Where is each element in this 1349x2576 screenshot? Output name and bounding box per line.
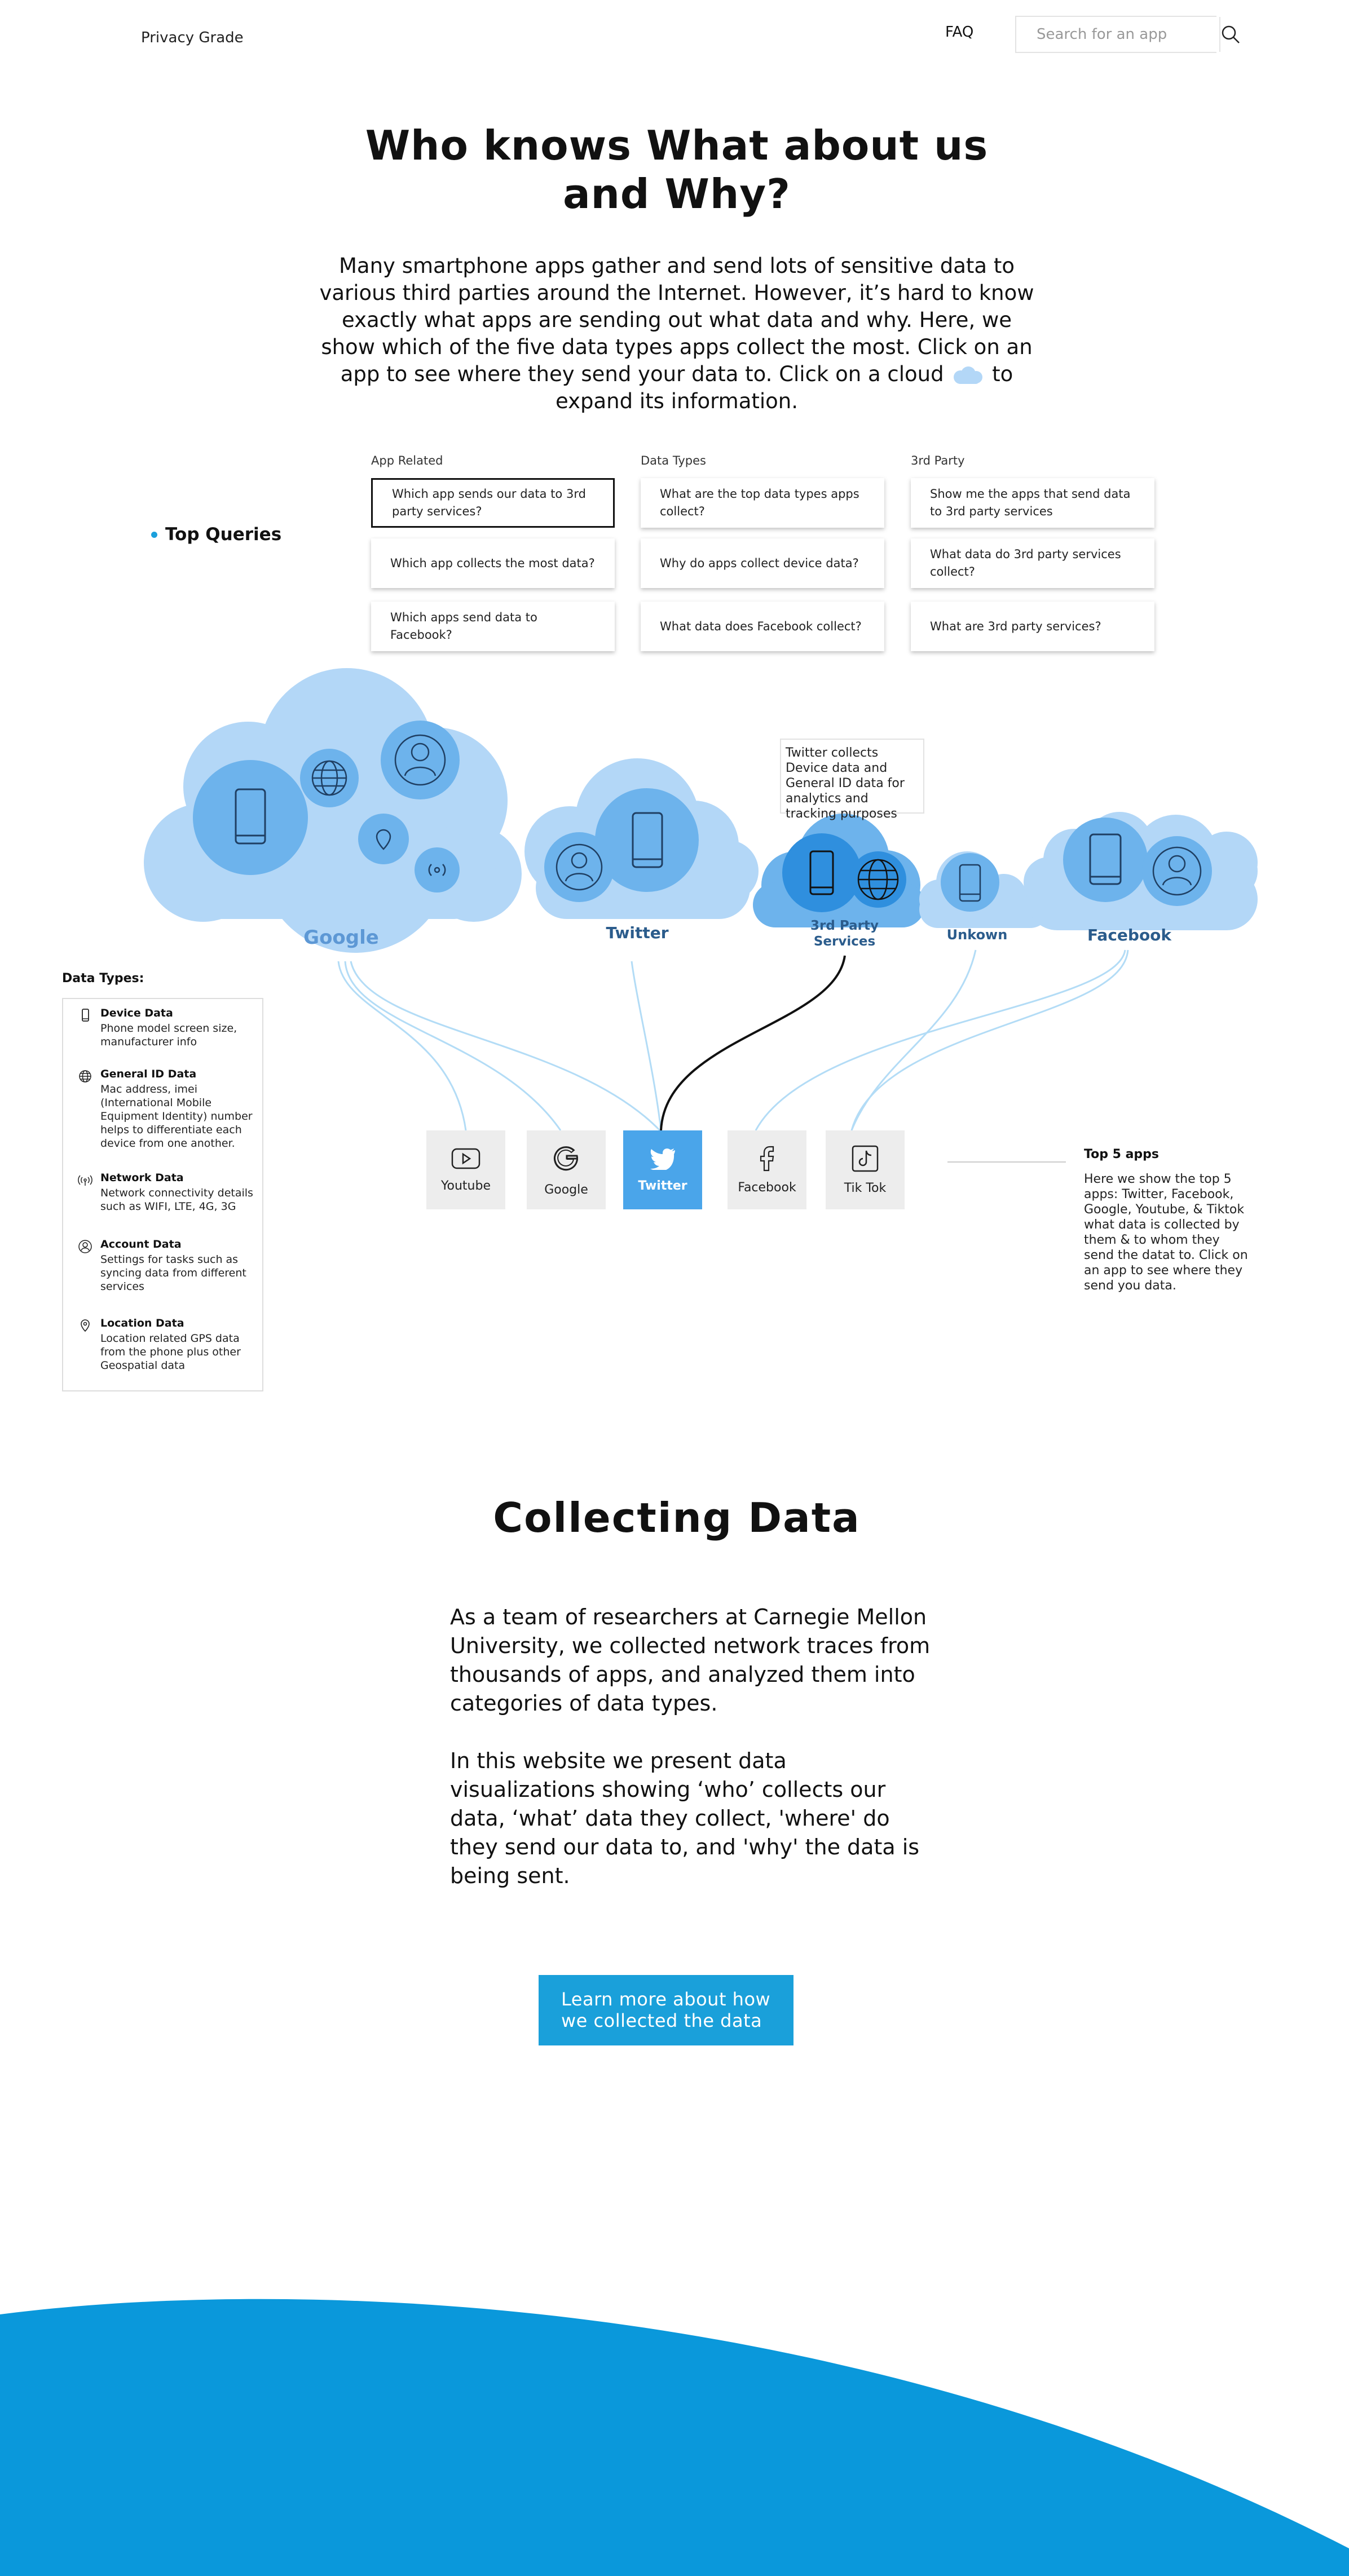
- cloud-label-3rd-party[interactable]: 3rd Party Services: [810, 918, 879, 949]
- divider-line: [947, 1161, 1066, 1163]
- brand-logo[interactable]: Privacy Grade: [141, 29, 244, 46]
- learn-more-button[interactable]: Learn more about how we collected the da…: [539, 1975, 793, 2045]
- cloud-label-unknown[interactable]: Unkown: [946, 927, 1008, 943]
- data-type-network: Network Data Network connectivity detail…: [78, 1172, 258, 1213]
- data-type-desc: Location related GPS data from the phone…: [100, 1332, 241, 1372]
- page-title: Who knows What about us and Why?: [365, 122, 989, 218]
- column-label-app-related: App Related: [371, 454, 443, 467]
- user-icon: [78, 1240, 92, 1253]
- section-paragraph: In this website we present data visualiz…: [450, 1748, 920, 1888]
- phone-icon: [1089, 833, 1122, 885]
- search-box: [1015, 16, 1240, 53]
- phone-icon: [235, 788, 266, 845]
- query-button[interactable]: Why do apps collect device data?: [641, 538, 884, 588]
- cloud-tooltip: Twitter collects Device data and General…: [780, 739, 924, 821]
- app-tile-label: Google: [544, 1182, 588, 1197]
- phone-icon: [959, 864, 981, 902]
- intro-text-end: to expand its information.: [556, 362, 1013, 413]
- intro-text-main: Many smartphone apps gather and send lot…: [319, 254, 1034, 386]
- search-icon: [1222, 25, 1240, 43]
- app-tile-label: Facebook: [738, 1180, 796, 1195]
- app-tile-google[interactable]: Google: [527, 1130, 606, 1209]
- query-button[interactable]: Which apps send data to Facebook?: [371, 602, 615, 651]
- section-title: Collecting Data: [493, 1494, 861, 1541]
- user-icon: [556, 843, 603, 891]
- data-type-name: Location Data: [100, 1317, 184, 1329]
- twitter-icon: [650, 1148, 675, 1170]
- data-type-general-id: General ID Data Mac address, imei (Inter…: [78, 1068, 258, 1150]
- data-types-panel: Device Data Phone model screen size, man…: [62, 998, 263, 1391]
- top-queries-label: Top Queries: [165, 524, 282, 545]
- query-button[interactable]: What data do 3rd party services collect?: [911, 538, 1154, 588]
- top5-title: Top 5 apps: [1084, 1147, 1160, 1161]
- data-type-name: Account Data: [100, 1238, 182, 1251]
- column-label-data-types: Data Types: [641, 454, 706, 467]
- data-type-desc: Mac address, imei (International Mobile …: [100, 1083, 253, 1150]
- query-button[interactable]: Which app sends our data to 3rd party se…: [371, 478, 615, 528]
- app-tile-label: Twitter: [638, 1178, 687, 1193]
- cloud-label-google[interactable]: Google: [303, 926, 379, 949]
- search-button[interactable]: [1219, 17, 1241, 52]
- data-types-title: Data Types:: [62, 971, 144, 986]
- twitter-connector: [660, 955, 846, 1131]
- query-button[interactable]: What data does Facebook collect?: [641, 602, 884, 651]
- faq-link[interactable]: FAQ: [945, 24, 974, 41]
- signal-icon: [78, 1175, 92, 1186]
- location-bubble: [358, 814, 409, 864]
- intro-text: Many smartphone apps gather and send lot…: [316, 253, 1038, 415]
- data-type-device: Device Data Phone model screen size, man…: [78, 1007, 258, 1049]
- query-button[interactable]: What are 3rd party services?: [911, 602, 1154, 651]
- data-type-desc: Phone model screen size, manufacturer in…: [100, 1022, 237, 1048]
- app-tile-youtube[interactable]: Youtube: [426, 1130, 505, 1209]
- section-paragraph: As a team of researchers at Carnegie Mel…: [450, 1605, 931, 1716]
- data-type-account: Account Data Settings for tasks such as …: [78, 1238, 258, 1293]
- google-icon: [553, 1146, 578, 1170]
- facebook-icon: [760, 1146, 774, 1171]
- app-tile-label: Tik Tok: [844, 1181, 887, 1195]
- cloud-icon: [954, 366, 983, 384]
- column-label-3rd-party: 3rd Party: [911, 454, 965, 467]
- connector-lines: [337, 949, 1129, 1132]
- data-type-location: Location Data Location related GPS data …: [78, 1317, 258, 1372]
- phone-icon: [82, 1009, 89, 1022]
- data-type-desc: Settings for tasks such as syncing data …: [100, 1253, 246, 1293]
- query-button[interactable]: Which app collects the most data?: [371, 538, 615, 588]
- app-tile-label: Youtube: [441, 1178, 491, 1193]
- user-icon: [1152, 846, 1202, 896]
- globe-icon: [79, 1070, 91, 1082]
- app-tile-tiktok[interactable]: Tik Tok: [826, 1130, 905, 1209]
- phone-icon: [809, 850, 834, 895]
- network-bubble: [415, 847, 460, 892]
- section-body: As a team of researchers at Carnegie Mel…: [450, 1603, 935, 1890]
- signal-icon: [428, 864, 446, 876]
- footer-wave: [0, 2299, 1349, 2576]
- pin-icon: [376, 829, 391, 850]
- app-tile-facebook[interactable]: Facebook: [728, 1130, 806, 1209]
- globe-icon: [311, 760, 347, 796]
- data-type-desc: Network connectivity details such as WIF…: [100, 1187, 253, 1213]
- pin-icon: [81, 1319, 90, 1332]
- cloud-label-twitter[interactable]: Twitter: [606, 924, 669, 942]
- data-type-name: General ID Data: [100, 1068, 197, 1080]
- cloud-diagram: [144, 668, 1258, 1132]
- phone-icon: [632, 812, 663, 868]
- query-button[interactable]: What are the top data types apps collect…: [641, 478, 884, 528]
- search-input[interactable]: [1016, 17, 1219, 52]
- top-queries-heading: Top Queries: [151, 524, 281, 545]
- cloud-label-facebook[interactable]: Facebook: [1087, 926, 1172, 944]
- query-button[interactable]: Show me the apps that send data to 3rd p…: [911, 478, 1154, 528]
- user-icon: [394, 734, 446, 786]
- data-type-name: Device Data: [100, 1007, 173, 1019]
- top5-description: Here we show the top 5 apps: Twitter, Fa…: [1084, 1172, 1248, 1293]
- globe-icon: [857, 859, 899, 900]
- app-tile-twitter[interactable]: Twitter: [623, 1130, 702, 1209]
- data-type-name: Network Data: [100, 1172, 184, 1184]
- youtube-icon: [451, 1148, 480, 1169]
- device-data-bubble: [193, 760, 308, 875]
- bullet-dot: [151, 531, 157, 538]
- tiktok-icon: [852, 1145, 879, 1172]
